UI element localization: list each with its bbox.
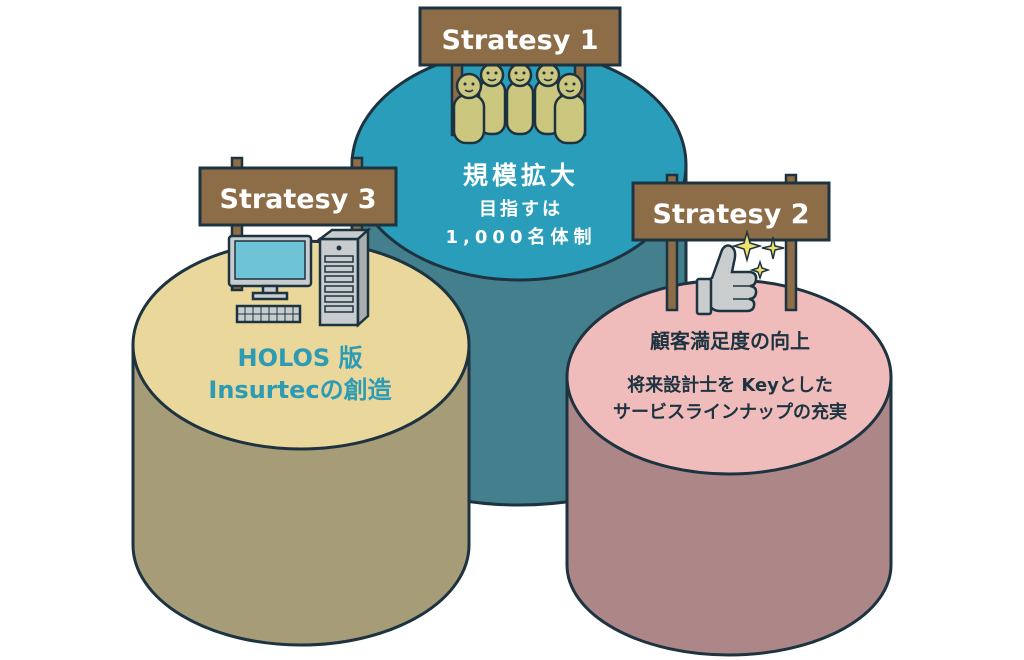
right-cylinder	[565, 278, 893, 657]
strategy1-sign-label: Stratesy 1	[442, 25, 599, 56]
thumbs-up-icon	[695, 244, 758, 316]
strategy3-title-line2: Insurtecの創造	[208, 376, 391, 404]
strategy2-sign-label: Stratesy 2	[653, 199, 810, 230]
desktop-computer-icon	[227, 227, 372, 328]
strategy2-line2: サービスラインナップの充実	[613, 401, 847, 423]
group-of-people-icon	[452, 62, 587, 145]
left-cylinder	[131, 239, 471, 647]
strategy2-sign: Stratesy 2	[631, 173, 831, 312]
strategy1-title: 規模拡大	[463, 161, 579, 190]
strategy2-title: 顧客満足度の向上	[650, 329, 810, 353]
strategy3-sign: Stratesy 3	[198, 156, 398, 292]
strategy1-line1: 目指すは	[479, 198, 563, 220]
strategy2-line1: 将来設計士を Keyとした	[627, 374, 833, 396]
strategy3-title-line1: HOLOS 版	[238, 344, 363, 372]
strategy1-line2: 1,000名体制	[446, 226, 597, 248]
strategy3-sign-label: Stratesy 3	[220, 184, 377, 215]
strategy1-sign-board: Stratesy 1	[418, 6, 622, 67]
sparkle-icon	[731, 229, 785, 281]
